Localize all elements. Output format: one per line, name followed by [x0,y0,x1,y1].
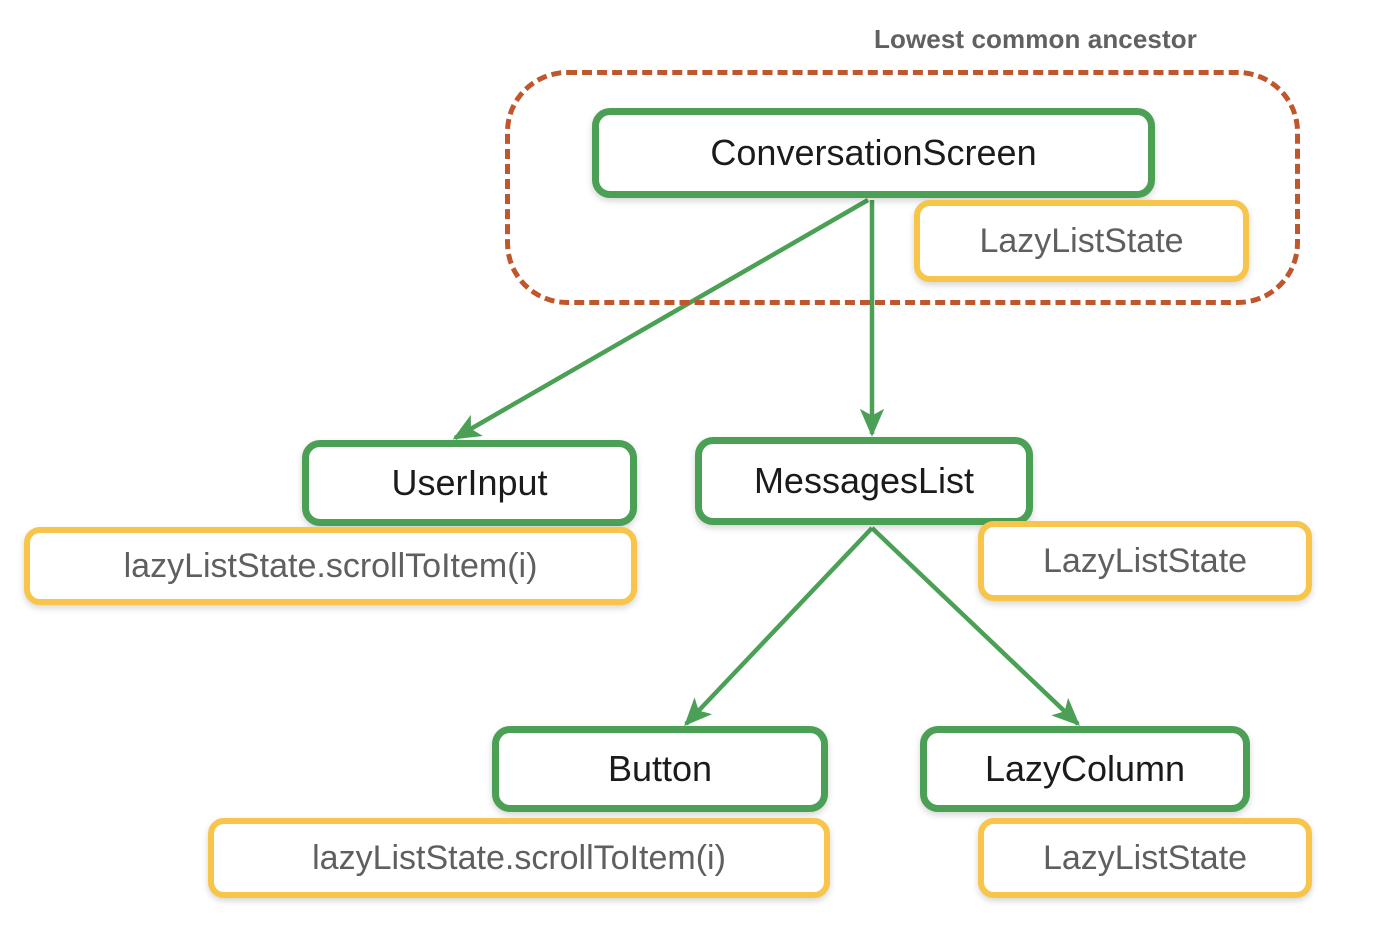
node-button-label: Button [607,748,713,789]
node-userinput-scrolltoitem[interactable]: lazyListState.scrollToItem(i) [24,527,637,605]
node-lazycolumn-lazyliststate[interactable]: LazyListState [978,818,1312,898]
node-userinput-scrolltoitem-label: lazyListState.scrollToItem(i) [123,546,538,585]
lowest-common-ancestor-label: Lowest common ancestor [874,24,1197,54]
lowest-common-ancestor-region [505,70,1300,305]
node-messageslist-lazyliststate-label: LazyListState [1042,541,1248,580]
node-conversationscreen-label: ConversationScreen [710,132,1037,173]
edge-messageslist-to-button [684,526,874,726]
node-lazycolumn-label: LazyColumn [984,748,1186,789]
node-messageslist-label: MessagesList [753,460,975,501]
node-button-scrolltoitem[interactable]: lazyListState.scrollToItem(i) [208,818,830,898]
node-userinput[interactable]: UserInput [302,440,637,526]
node-conversationscreen[interactable]: ConversationScreen [592,108,1155,198]
node-lazycolumn[interactable]: LazyColumn [920,726,1250,812]
node-conversationscreen-lazyliststate-label: LazyListState [979,221,1184,260]
node-button[interactable]: Button [492,726,828,812]
node-userinput-label: UserInput [391,462,548,503]
node-lazycolumn-lazyliststate-label: LazyListState [1042,838,1248,877]
node-button-scrolltoitem-label: lazyListState.scrollToItem(i) [312,838,726,877]
node-messageslist[interactable]: MessagesList [695,437,1033,525]
node-messageslist-lazyliststate[interactable]: LazyListState [978,521,1312,601]
node-conversationscreen-lazyliststate[interactable]: LazyListState [914,200,1249,282]
